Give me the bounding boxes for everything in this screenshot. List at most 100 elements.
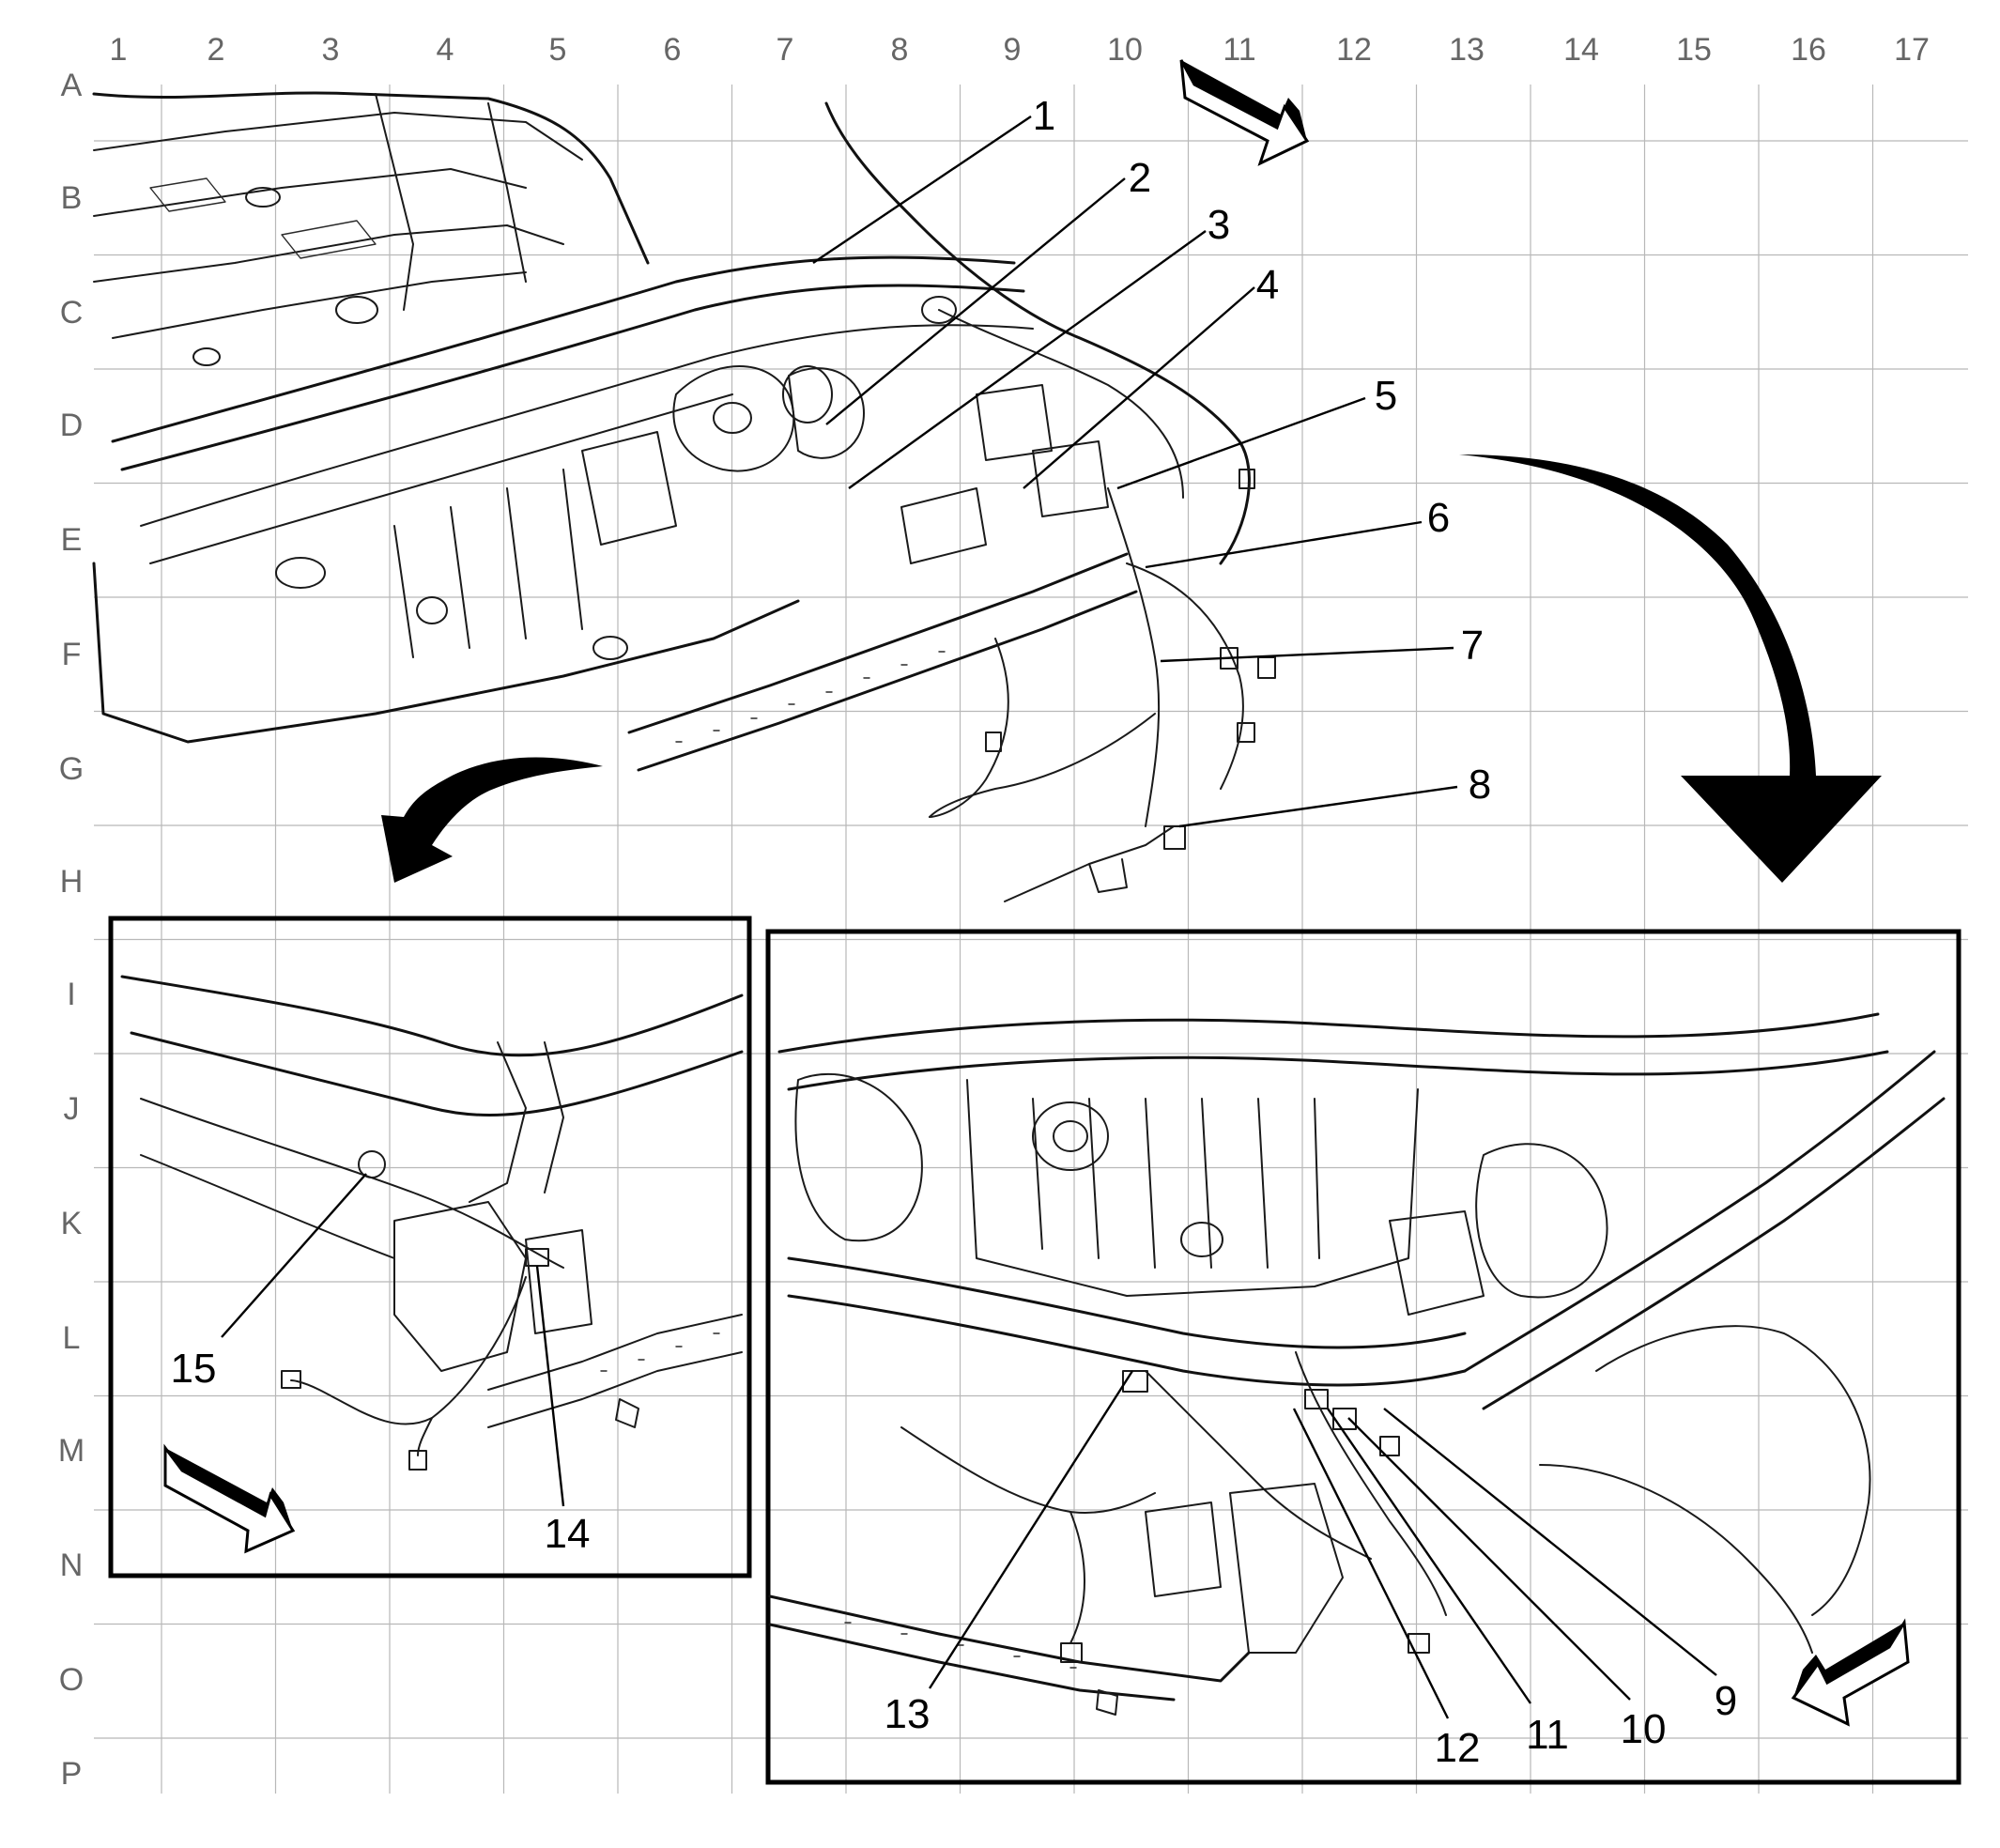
leader-line-7 [1160,646,1454,663]
inset-harness [900,1426,1156,1514]
grid-column-label: 2 [208,32,225,68]
leader-line-5 [1116,396,1366,490]
inset-module [1389,1210,1485,1316]
grid-column-label: 16 [1791,32,1826,68]
grid-column-label: 13 [1449,32,1485,68]
lower-rail [637,590,1138,772]
inset-harness [1145,1370,1372,1560]
leader-line-12 [1292,1408,1450,1719]
grid-row-label: C [60,295,84,331]
grid-row-label: N [60,1548,84,1583]
inset-frame-detail [140,1098,564,1269]
grid-column-label: 3 [322,32,340,68]
inset-frame-detail [140,1154,395,1259]
grid-column-label: 1 [110,32,128,68]
callout-9: 9 [1715,1678,1737,1724]
body-structure-detail [281,220,377,259]
callout-5: 5 [1375,373,1397,419]
wheelhouse [824,101,1251,565]
left-detail-illustration [120,975,744,1471]
component-block [900,487,987,564]
leader-line-8 [1178,785,1458,828]
body-structure-detail [149,177,226,212]
leader-line-14 [535,1265,565,1507]
inset-lower-rail [768,1594,1251,1683]
inset-wheelhouse [1595,1325,1871,1616]
wiring-harness [1107,487,1161,827]
upper-rail-detail [140,324,1034,527]
inset-rail-holes [600,1332,720,1372]
grid-row-label: I [67,977,75,1012]
grid-column-label: 14 [1563,32,1599,68]
body-structure-line [112,271,527,339]
grid-column-label: 8 [891,32,909,68]
left-detail-frame [108,916,752,1578]
leader-line-11 [1327,1408,1531,1704]
grid-column-label: 7 [777,32,794,68]
callout-15: 15 [171,1346,217,1392]
inset-frame-rail [120,975,744,1057]
body-hole [592,636,628,660]
connector [1257,656,1276,679]
callout-13: 13 [885,1691,931,1737]
inset-cross-rail [787,1294,1467,1387]
lower-rail [627,552,1129,734]
body-hole [192,347,221,366]
upper-rail [120,284,1025,471]
grid-column-label: 6 [664,32,682,68]
leader-line-6 [1145,520,1423,569]
connector [1238,469,1255,489]
direction-arrow-icon [1181,60,1307,141]
body-structure-line [93,224,564,283]
component-block [976,384,1053,461]
body-structure-line [487,102,527,283]
curved-arrow-icon [1459,454,1882,883]
callout-11: 11 [1526,1712,1569,1758]
component-round [921,296,957,324]
inset-rail-holes [844,1622,1077,1669]
grid-row-label: B [61,180,83,216]
inset-strut-tower [1032,1101,1109,1171]
right-detail-illustration [768,1012,1946,1716]
body-hole [245,187,281,208]
grid-row-label: F [62,637,82,672]
inset-connector [1304,1389,1329,1409]
body-hole [416,596,448,624]
inset-connector [1379,1436,1400,1456]
grid-row-label: L [63,1320,81,1356]
inset-right-tower [1475,1143,1608,1299]
callout-12: 12 [1435,1725,1481,1771]
leader-line-15 [221,1173,367,1338]
wheelhouse-detail [938,309,1184,499]
callout-8: 8 [1469,762,1491,808]
top-view-illustration [92,91,1276,902]
reference-grid [94,85,1968,1794]
direction-arrow-icon [165,1448,293,1531]
inset-strut-cap [1053,1120,1088,1152]
dash-panel-detail [393,469,583,658]
body-structure-line [93,168,527,217]
connector [1237,722,1255,743]
inset-diagonal-rail [1482,1097,1946,1410]
grid-row-label: E [61,522,83,558]
strut-cap [713,402,752,434]
inset-connector [1122,1370,1148,1393]
grid-row-label: A [61,68,83,103]
leader-line-9 [1383,1408,1717,1676]
component-block [1032,440,1109,517]
strut-tower [672,365,795,472]
grid-row-label: G [59,751,84,787]
inset-bracket [544,1041,564,1194]
wiring-harness [929,638,1009,818]
grid-row-label: H [60,864,84,900]
grid-column-label: 9 [1004,32,1022,68]
inset-connector [281,1370,301,1389]
inset-harness [290,1276,527,1425]
inset-lower-mount [1229,1483,1344,1654]
grid-row-label: P [61,1756,83,1792]
grid-column-label: 12 [1336,32,1372,68]
inset-connector [358,1150,386,1178]
callout-numbers: 1 2 3 4 5 6 7 8 9 10 11 12 13 14 15 [171,93,1738,1771]
leader-line-2 [825,177,1126,425]
upper-rail [111,255,1016,443]
